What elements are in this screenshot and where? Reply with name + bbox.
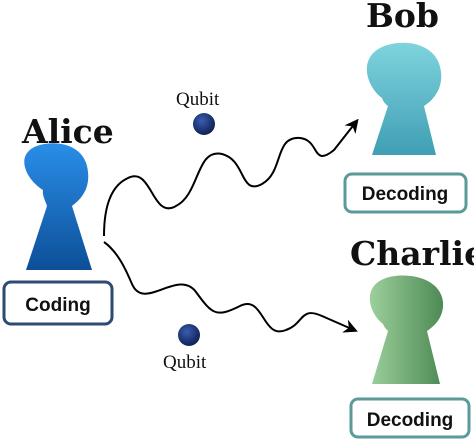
wave-arrow-to-charlie — [103, 241, 358, 333]
bob-group: Bob Decoding — [343, 0, 468, 214]
bob-decoding-label: Decoding — [362, 184, 449, 205]
alice-coding-label: Coding — [25, 295, 90, 316]
charlie-keyhole-icon — [369, 275, 444, 384]
qubit-bottom-group: Qubit — [163, 324, 207, 373]
charlie-decoding-label: Decoding — [367, 410, 454, 431]
alice-name: Alice — [21, 112, 114, 151]
alice-coding-box — [2, 280, 114, 326]
qubit-bottom-icon — [178, 324, 200, 346]
charlie-decoding-box — [349, 397, 471, 439]
bob-name: Bob — [366, 0, 439, 35]
bob-keyhole-icon — [366, 42, 442, 156]
bob-decoding-box — [343, 172, 468, 214]
charlie-group: Charlie Decoding — [349, 234, 474, 439]
qubit-bottom-label: Qubit — [163, 352, 207, 373]
alice-keyhole-icon — [24, 143, 92, 270]
alice-group: Alice Coding — [2, 112, 114, 326]
qubit-top-group: Qubit — [176, 89, 220, 135]
charlie-name: Charlie — [350, 234, 474, 273]
qubit-top-label: Qubit — [176, 89, 220, 110]
qubit-top-icon — [193, 113, 215, 135]
wave-arrow-to-bob — [103, 118, 359, 237]
